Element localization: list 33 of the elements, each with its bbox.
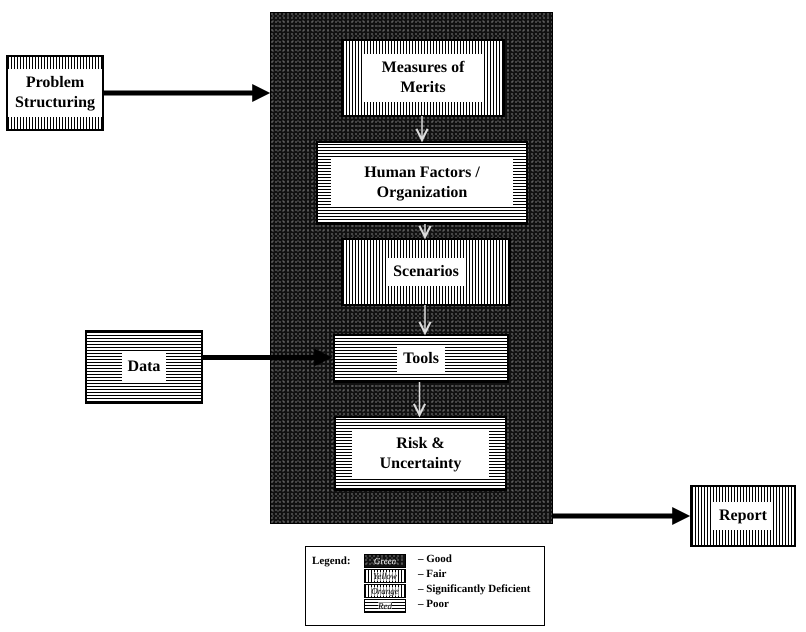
- node-label: Problem Structuring: [8, 69, 102, 117]
- process-box: [341, 39, 505, 117]
- swatch-label: Yellow: [373, 572, 397, 580]
- legend-label: – Poor: [418, 598, 449, 610]
- arrow: [418, 224, 432, 238]
- group-panel: [270, 12, 553, 524]
- process-box: [334, 416, 507, 491]
- node-label: Human Factors / Organization: [331, 159, 513, 207]
- arrow: [412, 382, 426, 416]
- node-label: Measures of Merits: [362, 54, 484, 102]
- arrow: [418, 305, 432, 334]
- node-label: Report: [713, 502, 773, 530]
- legend-label: – Significantly Deficient: [418, 583, 530, 595]
- arrow: [553, 507, 690, 525]
- node-label: Risk & Uncertainty: [352, 430, 489, 478]
- legend-title: Legend:: [312, 555, 350, 567]
- swatch-label: Red: [378, 602, 392, 610]
- arrow: [415, 116, 429, 142]
- node-label: Tools: [397, 344, 445, 372]
- arrow: [104, 84, 270, 102]
- legend-label: – Good: [418, 553, 452, 565]
- node-label: Data: [122, 353, 166, 381]
- swatch-label: Green: [374, 556, 396, 566]
- node-label: Scenarios: [387, 258, 465, 286]
- arrow: [203, 348, 332, 366]
- process-box: [316, 141, 528, 225]
- legend-label: – Fair: [418, 568, 446, 580]
- swatch-label: Orange: [371, 586, 399, 596]
- process-box: [341, 238, 511, 306]
- process-box: [333, 334, 509, 383]
- process-box: [85, 330, 203, 404]
- process-box: [6, 55, 104, 131]
- process-box: [690, 485, 796, 547]
